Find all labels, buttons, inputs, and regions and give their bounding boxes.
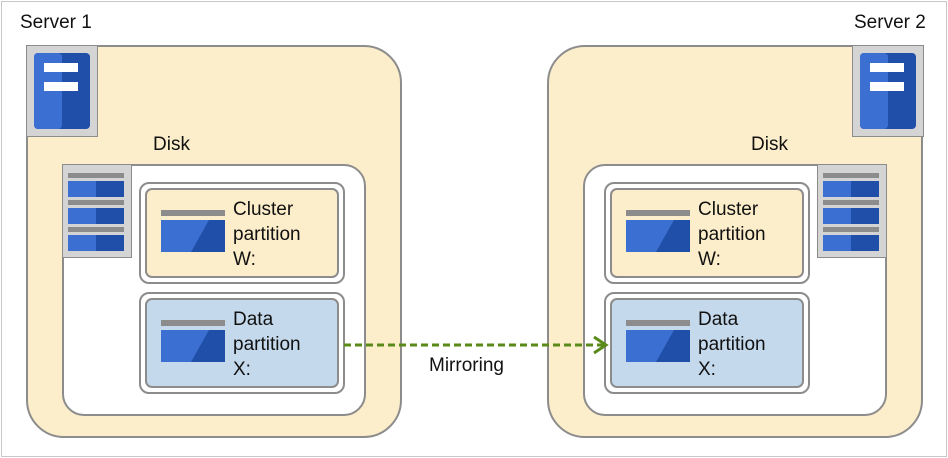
drive-icon [626, 320, 690, 362]
mirroring-label: Mirroring [429, 355, 504, 376]
server-icon [852, 45, 924, 137]
server-1-label: Server 1 [20, 12, 92, 33]
disk-2-label: Disk [751, 134, 788, 155]
server-2-label: Server 2 [854, 12, 926, 33]
drive-icon [626, 210, 690, 252]
disk-1-label: Disk [153, 134, 190, 155]
drive-icon [161, 320, 225, 362]
disk-stack-icon [62, 164, 132, 258]
server-icon [26, 45, 98, 137]
disk-stack-icon [817, 164, 887, 258]
mirroring-arrow [344, 335, 609, 355]
drive-icon [161, 210, 225, 252]
